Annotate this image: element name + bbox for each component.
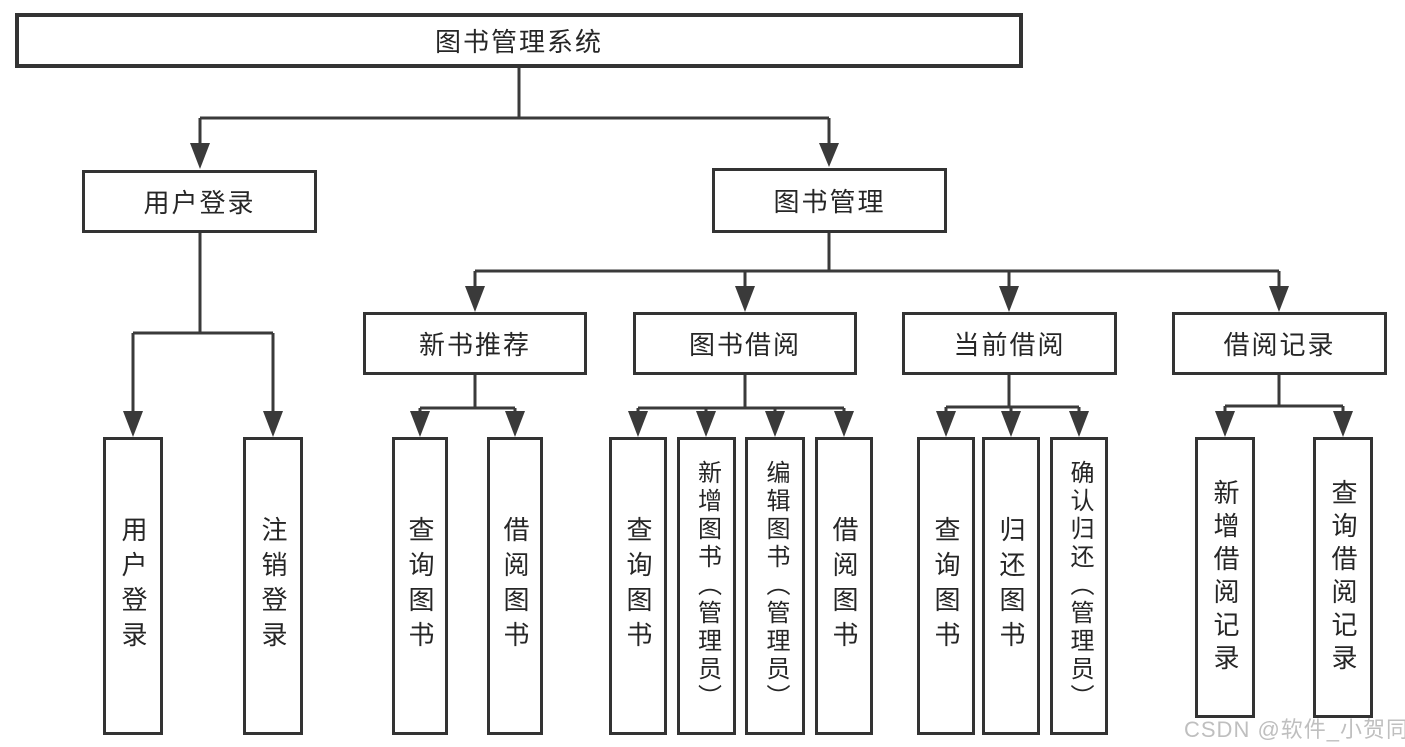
leaf-user-login: 用户登录 xyxy=(103,437,163,735)
node-borrow-records-label: 借阅记录 xyxy=(1223,330,1336,360)
node-current-borrow: 当前借阅 xyxy=(902,312,1117,375)
leaf-add-borrow-record: 新增借阅记录 xyxy=(1195,437,1255,718)
leaf-borrow-books: 借阅图书 xyxy=(815,437,873,735)
node-new-book-recommend-label: 新书推荐 xyxy=(418,330,531,360)
leaf-query-books-current: 查询图书 xyxy=(917,437,975,735)
leaf-query-borrow-record: 查询借阅记录 xyxy=(1313,437,1373,718)
leaf-confirm-return-admin: 确认归还（管理员） xyxy=(1050,437,1108,735)
leaf-return-books: 归还图书 xyxy=(982,437,1040,735)
node-user-login-label: 用户登录 xyxy=(143,188,256,218)
leaf-add-books-admin: 新增图书（管理员） xyxy=(677,437,736,735)
node-book-borrow-label: 图书借阅 xyxy=(688,330,801,360)
csdn-watermark: CSDN @软件_小贺同学 xyxy=(1184,717,1405,742)
node-book-management-label: 图书管理 xyxy=(773,187,886,217)
leaf-query-books-recommend: 查询图书 xyxy=(392,437,448,735)
leaf-borrow-books-recommend: 借阅图书 xyxy=(487,437,543,735)
root-node-label: 图书管理系统 xyxy=(434,27,603,57)
node-current-borrow-label: 当前借阅 xyxy=(953,330,1066,360)
node-new-book-recommend: 新书推荐 xyxy=(363,312,587,375)
leaf-query-books-borrow: 查询图书 xyxy=(609,437,667,735)
root-node-library-system: 图书管理系统 xyxy=(15,13,1023,68)
node-book-management: 图书管理 xyxy=(712,168,947,233)
node-book-borrow: 图书借阅 xyxy=(633,312,857,375)
leaf-edit-books-admin: 编辑图书（管理员） xyxy=(745,437,805,735)
leaf-logout: 注销登录 xyxy=(243,437,303,735)
node-user-login: 用户登录 xyxy=(82,170,317,233)
node-borrow-records: 借阅记录 xyxy=(1172,312,1387,375)
